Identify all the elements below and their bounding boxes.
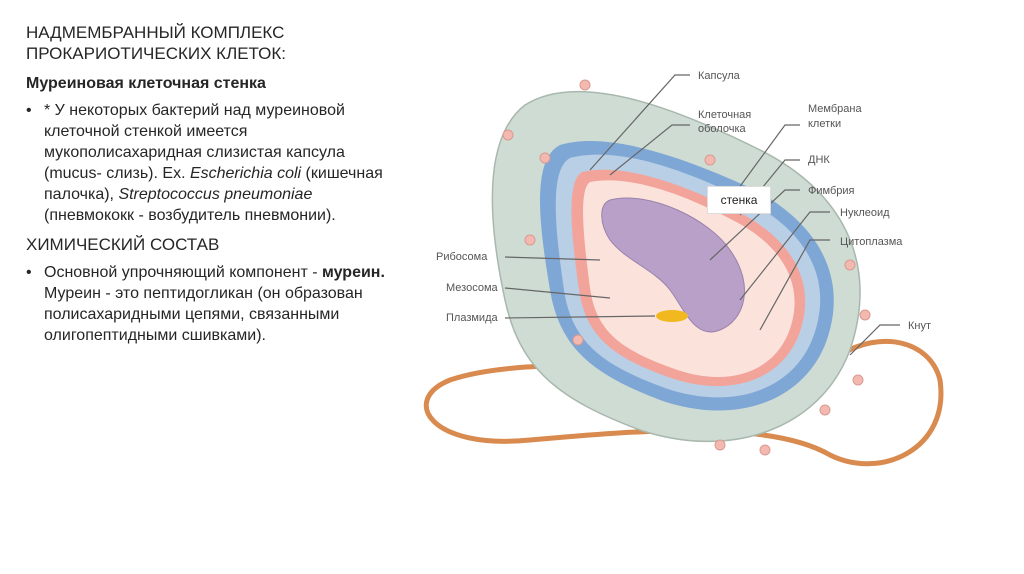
nucleoid-shape (601, 197, 745, 333)
label-ribosome: Рибосома (436, 251, 488, 263)
leader-capsule (589, 74, 690, 171)
slide-title: НАДМЕМБРАННЫЙ КОМПЛЕКС ПРОКАРИОТИЧЕСКИХ … (26, 22, 401, 64)
bullet-text: Муреин - это пептидогликан (он образован… (44, 285, 363, 344)
plasmid-shape (656, 310, 688, 322)
leader-mesosome (504, 287, 611, 299)
bullet-text: Основной упрочняющий компонент - (44, 264, 322, 281)
label-envelope-1: Клеточная (698, 109, 751, 121)
bump (859, 309, 871, 321)
leader-cytoplasm (759, 239, 830, 331)
label-plasmid: Плазмида (446, 312, 498, 324)
callout-wall: стенка (707, 186, 771, 214)
label-flagellum: Кнут (908, 320, 931, 332)
leader-lines (504, 74, 900, 356)
leader-ribosome (504, 256, 601, 261)
bump (759, 444, 771, 456)
label-mesosome: Мезосома (446, 282, 499, 294)
title-line-1: НАДМЕМБРАННЫЙ КОМПЛЕКС (26, 23, 285, 42)
bump (524, 234, 536, 246)
label-capsule: Капсула (698, 70, 741, 82)
bump (819, 404, 831, 416)
subheading: Муреиновая клеточная стенка (26, 75, 266, 92)
bullet-capsule: • * У некоторых бактерий над муреиновой … (26, 100, 401, 226)
title-line-2: ПРОКАРИОТИЧЕСКИХ КЛЕТОК: (26, 44, 287, 63)
leader-membrane (729, 124, 800, 201)
leader-envelope (609, 124, 690, 176)
bump (502, 129, 514, 141)
label-membrane-1: Мембрана (808, 103, 862, 115)
bullet-dot: • (26, 102, 32, 119)
bullet-text: * У некоторых бактерий над муреиновой кл… (44, 102, 345, 182)
bullet-text: (пневмококк - возбудитель пневмонии). (44, 207, 336, 224)
bullet-body: Основной упрочняющий компонент - муреин.… (44, 262, 401, 346)
leader-flagellum (849, 324, 900, 356)
bump (539, 152, 551, 164)
bullet-murein: • Основной упрочняющий компонент - муреи… (26, 262, 401, 346)
bump (579, 79, 591, 91)
label-membrane-2: клетки (808, 118, 841, 130)
surface-bumps (502, 79, 871, 456)
bump (572, 334, 584, 346)
bullet-italic-ecoli: Escherichia coli (189, 165, 302, 182)
label-dna: ДНК (808, 154, 830, 166)
bullet-text: (кишечная палочка), (44, 165, 383, 203)
leader-plasmid (504, 315, 656, 319)
leader-fimbria (709, 189, 800, 261)
bump (704, 154, 716, 166)
bump (714, 439, 726, 451)
label-fimbria: Фимбрия (808, 185, 855, 197)
text-column: НАДМЕМБРАННЫЙ КОМПЛЕКС ПРОКАРИОТИЧЕСКИХ … (26, 22, 401, 350)
label-nucleoid: Нуклеоид (840, 207, 890, 219)
bullet-bold: муреин. (321, 264, 385, 281)
leader-nucleoid (739, 211, 830, 301)
bacterial-cell-diagram: Капсула Клеточная оболочка Мембрана клет… (423, 70, 944, 467)
bullet-dot: • (26, 264, 32, 281)
bullet-body: * У некоторых бактерий над муреиновой кл… (44, 100, 401, 226)
label-envelope-2: оболочка (698, 123, 746, 135)
section-heading: ХИМИЧЕСКИЙ СОСТАВ (26, 235, 220, 254)
bullet-italic-strep: Streptococcus pneumoniae (118, 186, 313, 203)
bump (844, 259, 856, 271)
label-cytoplasm: Цитоплазма (840, 236, 903, 248)
bump (852, 374, 864, 386)
